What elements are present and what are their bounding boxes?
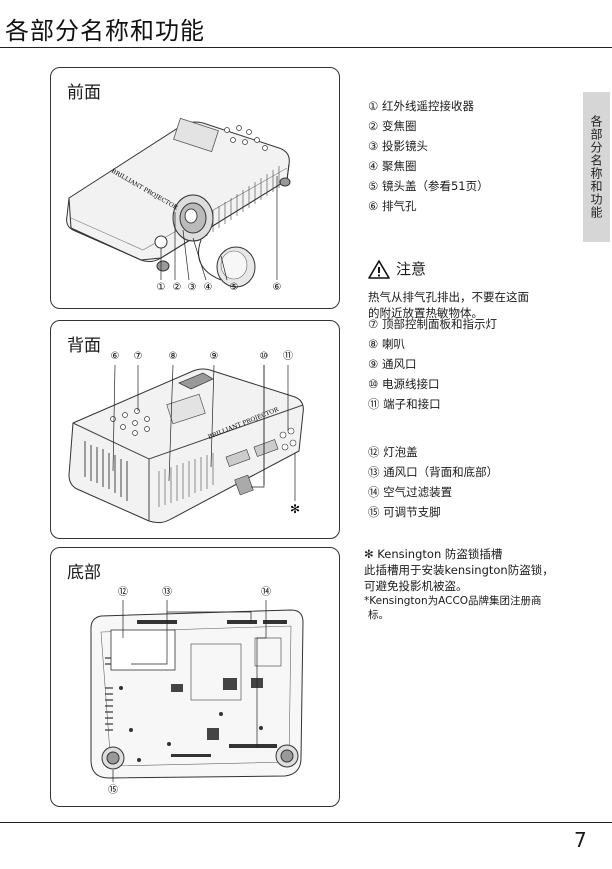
kensington-line: 可避免投影机被盗。 [364,579,468,593]
caution-text: 热气从排气孔排出，不要在这面 的附近放置热敏物体。 [368,289,568,321]
caution-title: 注意 [396,260,427,278]
back-parts-list: ⑦ 顶部控制面板和指示灯 ⑧ 喇叭 ⑨ 通风口 ⑩ 电源线接口 ⑪ 端子和接口 [368,314,497,414]
list-item: ② 变焦圈 [368,119,417,133]
back-callout-8: ⑧ [169,351,178,362]
bottom-panel-title: 底部 [67,563,101,583]
kensington-line: 此插槽用于安装kensington防盗锁， [364,563,554,577]
list-item: ⑪ 端子和接口 [368,397,441,411]
page-title: 各部分名称和功能 [5,17,205,45]
bottom-parts-list: ⑫ 灯泡盖 ⑬ 通风口（背面和底部） ⑭ 空气过滤装置 ⑮ 可调节支脚 [368,442,498,522]
bottom-projector-illustration: ⑫ ⑬ ⑭ ⑮ [90,586,304,796]
front-callout-3: ③ [188,282,197,293]
list-item: ⑦ 顶部控制面板和指示灯 [368,317,497,331]
section-side-tab: 各部分名称和功能 [583,92,610,242]
list-item: ⑤ 镜头盖（参看51页） [368,179,489,193]
bottom-view-panel: ⑫ ⑬ ⑭ ⑮ 底部 [50,547,340,807]
list-item: ⑮ 可调节支脚 [368,505,441,519]
back-callout-11: ⑪ [283,350,293,362]
front-parts-list: ① 红外线遥控接收器 ② 变焦圈 ③ 投影镜头 ④ 聚焦圈 ⑤ 镜头盖（参看51… [368,96,489,216]
list-item: ⑨ 通风口 [368,357,417,371]
footer-divider [0,822,612,823]
list-item: ⑭ 空气过滤装置 [368,485,453,499]
kensington-note: *Kensington为ACCO品牌集团注册商 [364,595,542,607]
back-callout-10: ⑩ [260,351,269,362]
list-item: ⑧ 喇叭 [368,337,405,351]
back-projector-illustration: BRILLIANT PROJECTOR [68,350,304,524]
kensington-title: ✻ Kensington 防盗锁插槽 [364,547,503,561]
front-callout-6: ⑥ [273,282,282,293]
kensington-section: ✻ Kensington 防盗锁插槽 此插槽用于安装kensington防盗锁，… [364,546,589,622]
front-callout-1: ① [157,282,166,293]
front-panel-title: 前面 [67,83,101,103]
front-view-panel: BRILLIANT PROJECTOR ① ② ③ ④ ⑤ ⑥ 前面 [50,67,340,309]
kensington-note: 标。 [368,609,389,621]
bottom-callout-15: ⑮ [108,784,118,796]
kensington-star: ✻ [290,502,300,516]
title-divider [0,47,612,48]
list-item: ③ 投影镜头 [368,139,428,153]
list-item: ⑩ 电源线接口 [368,377,440,391]
list-item: ① 红外线遥控接收器 [368,99,474,113]
bottom-callout-14: ⑭ [261,586,271,598]
front-callout-4: ④ [204,282,213,293]
bottom-callout-13: ⑬ [162,586,172,598]
front-projector-illustration: BRILLIANT PROJECTOR ① ② ③ ④ ⑤ ⑥ [66,117,291,293]
list-item: ④ 聚焦圈 [368,159,417,173]
back-callout-9: ⑨ [210,351,219,362]
caution-heading: 注意 [368,258,426,279]
caution-line: 热气从排气孔排出，不要在这面 [368,290,529,304]
back-callout-7: ⑦ [134,351,143,362]
list-item: ⑫ 灯泡盖 [368,445,418,459]
list-item: ⑥ 排气孔 [368,199,417,213]
warning-icon [368,259,390,279]
bottom-callout-12: ⑫ [118,586,128,598]
caution-line: 的附近放置热敏物体。 [368,306,483,320]
page-number: 7 [574,828,587,852]
front-callout-2: ② [173,282,182,293]
back-callout-6: ⑥ [111,351,120,362]
back-view-panel: BRILLIANT PROJECTOR [50,320,340,539]
list-item: ⑬ 通风口（背面和底部） [368,465,499,479]
back-panel-title: 背面 [67,336,101,356]
front-callout-5: ⑤ [230,282,239,293]
